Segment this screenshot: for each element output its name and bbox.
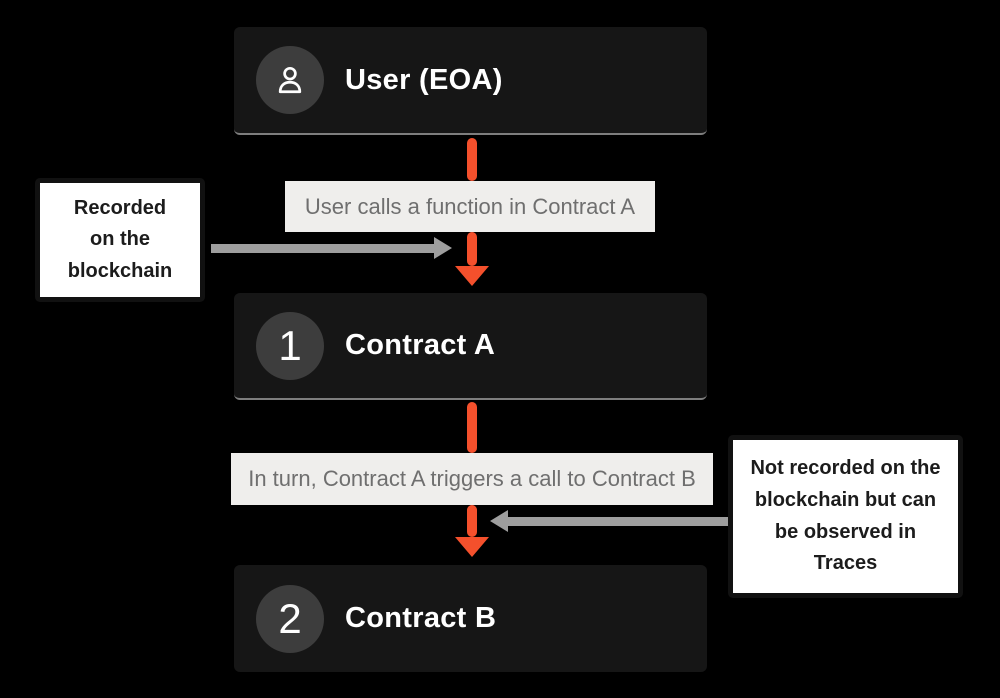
node-contract-b-label: Contract B [345,602,497,634]
note-line: on the [90,228,150,251]
step-2-circle: 2 [256,584,324,653]
note-line: blockchain [67,259,173,282]
note-line: Not recorded on the [750,457,941,480]
edge-label-contract-a-calls-contract-b: In turn, Contract A triggers a call to C… [231,453,713,505]
flow-arrow-2-upper-segment [467,402,477,453]
flow-arrow-1-arrowhead-icon [455,266,489,286]
flow-arrow-1-upper-segment [467,138,477,181]
note-line: Traces [813,552,878,575]
user-avatar-circle [256,46,324,114]
note-line: Recorded [73,196,167,219]
flow-arrow-2-arrowhead-icon [455,537,489,557]
flow-arrow-2-lower-segment [467,505,477,537]
node-user-eoa: User (EOA) [234,27,707,135]
node-user-label: User (EOA) [345,63,503,96]
note-right-arrowhead-icon [490,510,508,532]
note-left-arrow-line [211,244,434,253]
edge-label-user-calls-contract-a: User calls a function in Contract A [285,181,655,232]
note-recorded-on-blockchain: Recorded on the blockchain [35,178,205,302]
node-contract-b: 2 Contract B [234,565,707,672]
node-contract-a-label: Contract A [345,329,496,361]
step-1-circle: 1 [256,311,324,380]
user-icon [278,66,302,94]
note-not-recorded-traces: Not recorded on the blockchain but can b… [728,435,963,598]
step-1-number: 1 [278,321,302,369]
note-right-arrow-line [508,517,728,526]
step-2-number: 2 [278,594,302,642]
note-line: be observed in [774,520,917,543]
node-contract-a: 1 Contract A [234,293,707,400]
note-left-arrowhead-icon [434,237,452,259]
flow-arrow-1-lower-segment [467,232,477,266]
note-line: blockchain but can [754,488,937,511]
